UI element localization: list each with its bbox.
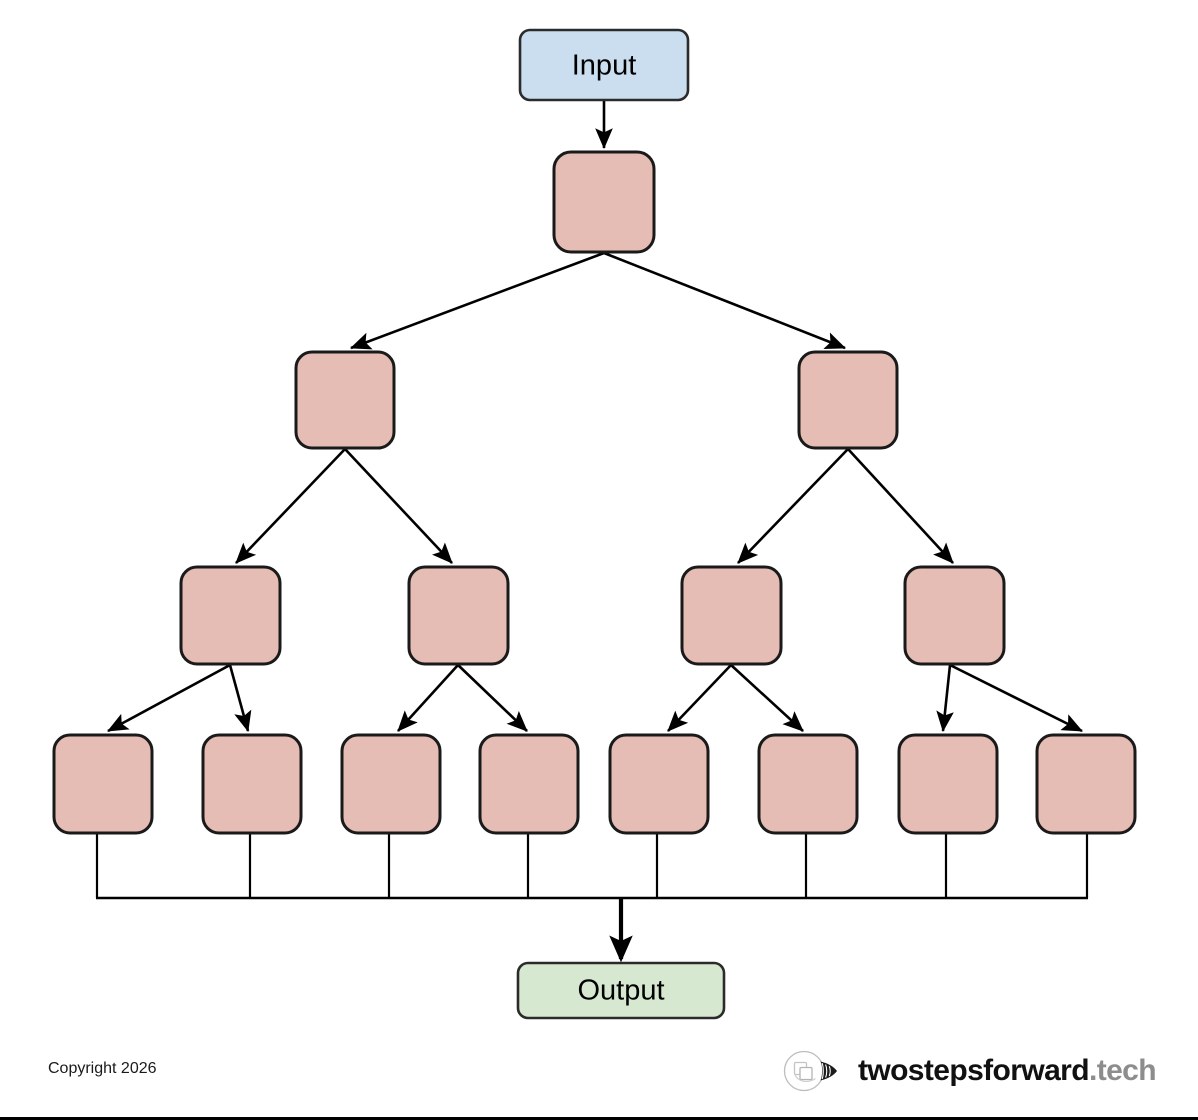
node-output-label: Output	[577, 975, 664, 1007]
edge-l3-2-to-l4-4	[667, 664, 732, 732]
edge-l3-0-to-l4-1	[228, 664, 252, 733]
node-level4-3[interactable]	[478, 733, 580, 835]
node-level4-7[interactable]	[1035, 733, 1137, 835]
node-level4-4[interactable]	[608, 733, 710, 835]
leaf-collector-drops	[95, 833, 1089, 898]
brand-name: twostepsforward	[857, 1054, 1090, 1087]
brand-wordmark: twostepsforward.tech	[857, 1054, 1157, 1087]
edge-root-to-l2-left	[350, 251, 605, 350]
edge-root-to-l2-right	[603, 251, 846, 350]
node-level3-3[interactable]	[903, 565, 1006, 666]
edge-l3-2-to-l4-5	[730, 664, 804, 732]
edge-l2-right-to-l3-2	[737, 448, 849, 564]
edge-l3-1-to-l4-3	[457, 664, 528, 732]
edge-l3-3-to-l4-6	[936, 664, 954, 733]
node-level2-1[interactable]	[797, 350, 899, 450]
node-level4-5[interactable]	[757, 733, 859, 835]
node-level4-0[interactable]	[52, 733, 154, 835]
edge-l3-3-to-l4-7	[949, 663, 1083, 733]
node-input[interactable]: Input	[518, 28, 690, 102]
edge-l3-1-to-l4-2	[397, 664, 459, 732]
node-output[interactable]: Output	[516, 961, 726, 1020]
node-input-label: Input	[572, 50, 637, 82]
footer-brand[interactable]: twostepsforward.tech	[782, 1048, 1157, 1094]
node-level4-2[interactable]	[340, 733, 442, 835]
node-level2-0[interactable]	[294, 350, 396, 450]
node-level4-6[interactable]	[897, 733, 999, 835]
edge-l2-left-to-l3-1	[344, 448, 453, 564]
node-level3-1[interactable]	[407, 565, 510, 666]
node-level1-0[interactable]	[552, 150, 656, 254]
edge-l2-left-to-l3-0	[235, 448, 346, 564]
node-level4-1[interactable]	[201, 733, 303, 835]
edge-l2-right-to-l3-3	[847, 448, 954, 564]
brand-tld: .tech	[1088, 1054, 1157, 1087]
edge-layer	[95, 101, 1089, 963]
node-layer: Input	[52, 28, 1137, 1020]
node-level3-0[interactable]	[179, 565, 282, 666]
footer-copyright: Copyright 2026	[48, 1060, 157, 1077]
lightbulb-icon	[783, 1050, 837, 1092]
edge-l3-0-to-l4-0	[107, 663, 231, 733]
node-level3-2[interactable]	[680, 565, 783, 666]
